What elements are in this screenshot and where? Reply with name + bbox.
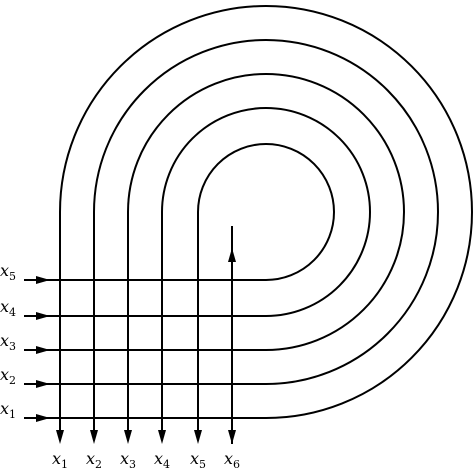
bottom-label-x1: x1 — [52, 449, 68, 470]
left-label-x2: x2 — [0, 365, 16, 387]
arrow-right-x4 — [36, 312, 50, 320]
arrow-down-x2 — [90, 430, 98, 444]
bottom-label-x3: x3 — [120, 449, 136, 470]
left-label-x1: x1 — [0, 399, 16, 421]
arrow-down-x3 — [124, 430, 132, 444]
bottom-label-x4: x4 — [154, 449, 170, 470]
arrow-right-x3 — [36, 346, 50, 354]
strand-path-3 — [127, 73, 405, 420]
bottom-label-x5: x5 — [190, 449, 206, 470]
arrow-down-x1 — [56, 430, 64, 444]
strand-path-2 — [93, 39, 439, 420]
arrow-right-x2 — [36, 380, 50, 388]
left-label-x4: x4 — [0, 297, 16, 319]
arrow-up-x6-top — [228, 248, 236, 262]
strand-path-5 — [197, 143, 335, 420]
bottom-label-x2: x2 — [86, 449, 102, 470]
arrow-down-x5 — [194, 430, 202, 444]
arrow-right-x1 — [36, 414, 50, 422]
strand-path-4 — [161, 107, 371, 420]
left-label-x5: x5 — [0, 261, 16, 283]
bottom-label-x6: x6 — [224, 449, 240, 470]
arrow-right-x5 — [36, 276, 50, 284]
arrow-down-x6 — [228, 430, 236, 444]
left-label-x3: x3 — [0, 331, 16, 353]
arrow-down-x4 — [158, 430, 166, 444]
strand-path-1 — [59, 5, 473, 420]
